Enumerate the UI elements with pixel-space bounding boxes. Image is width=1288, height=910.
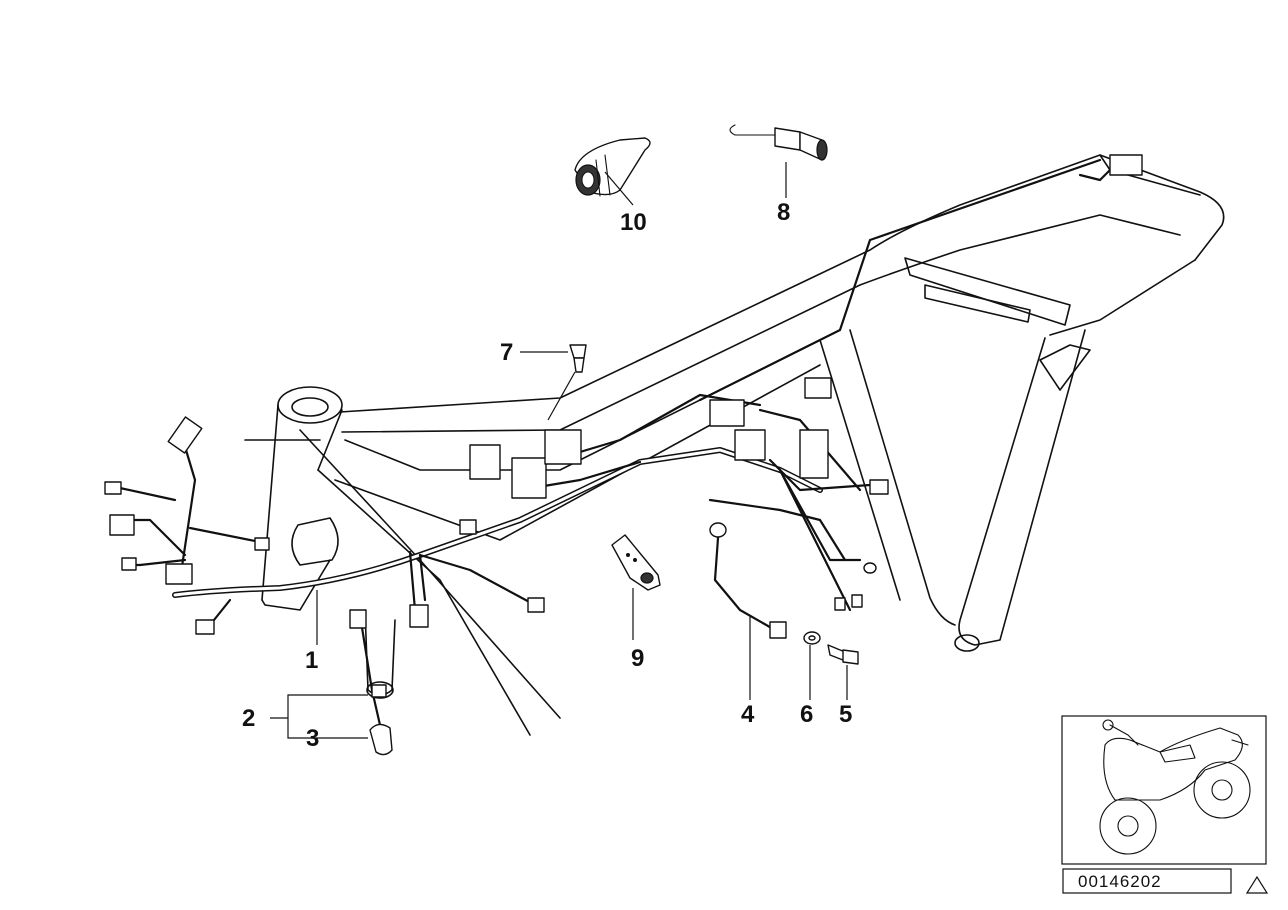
callout-labels: 1 2 3 4 5 6 7 8 9 10 [242, 199, 852, 752]
callout-8: 8 [777, 199, 790, 226]
leader-lines [270, 162, 848, 739]
ground-cable [708, 498, 877, 639]
main-wiring-harness [104, 154, 1143, 635]
triangle-icon [1245, 875, 1269, 894]
callout-7: 7 [500, 339, 513, 366]
callout-1: 1 [305, 647, 318, 674]
callout-4: 4 [741, 701, 755, 728]
sensor-cable [349, 609, 393, 756]
callout-3: 3 [306, 725, 319, 752]
diagram-code-box: 00146202 [1062, 868, 1232, 894]
callout-5: 5 [839, 701, 852, 728]
cable-clip [611, 534, 661, 591]
callout-9: 9 [631, 645, 644, 672]
motorcycle-icon [1061, 715, 1267, 865]
callout-6: 6 [800, 701, 813, 728]
fuse [729, 124, 828, 161]
rubber-boot [574, 137, 651, 197]
callout-10: 10 [620, 209, 647, 236]
callout-2: 2 [242, 705, 255, 732]
bolt [569, 344, 587, 373]
diagram-code: 00146202 [1078, 872, 1162, 891]
screw-and-washer [803, 631, 859, 665]
